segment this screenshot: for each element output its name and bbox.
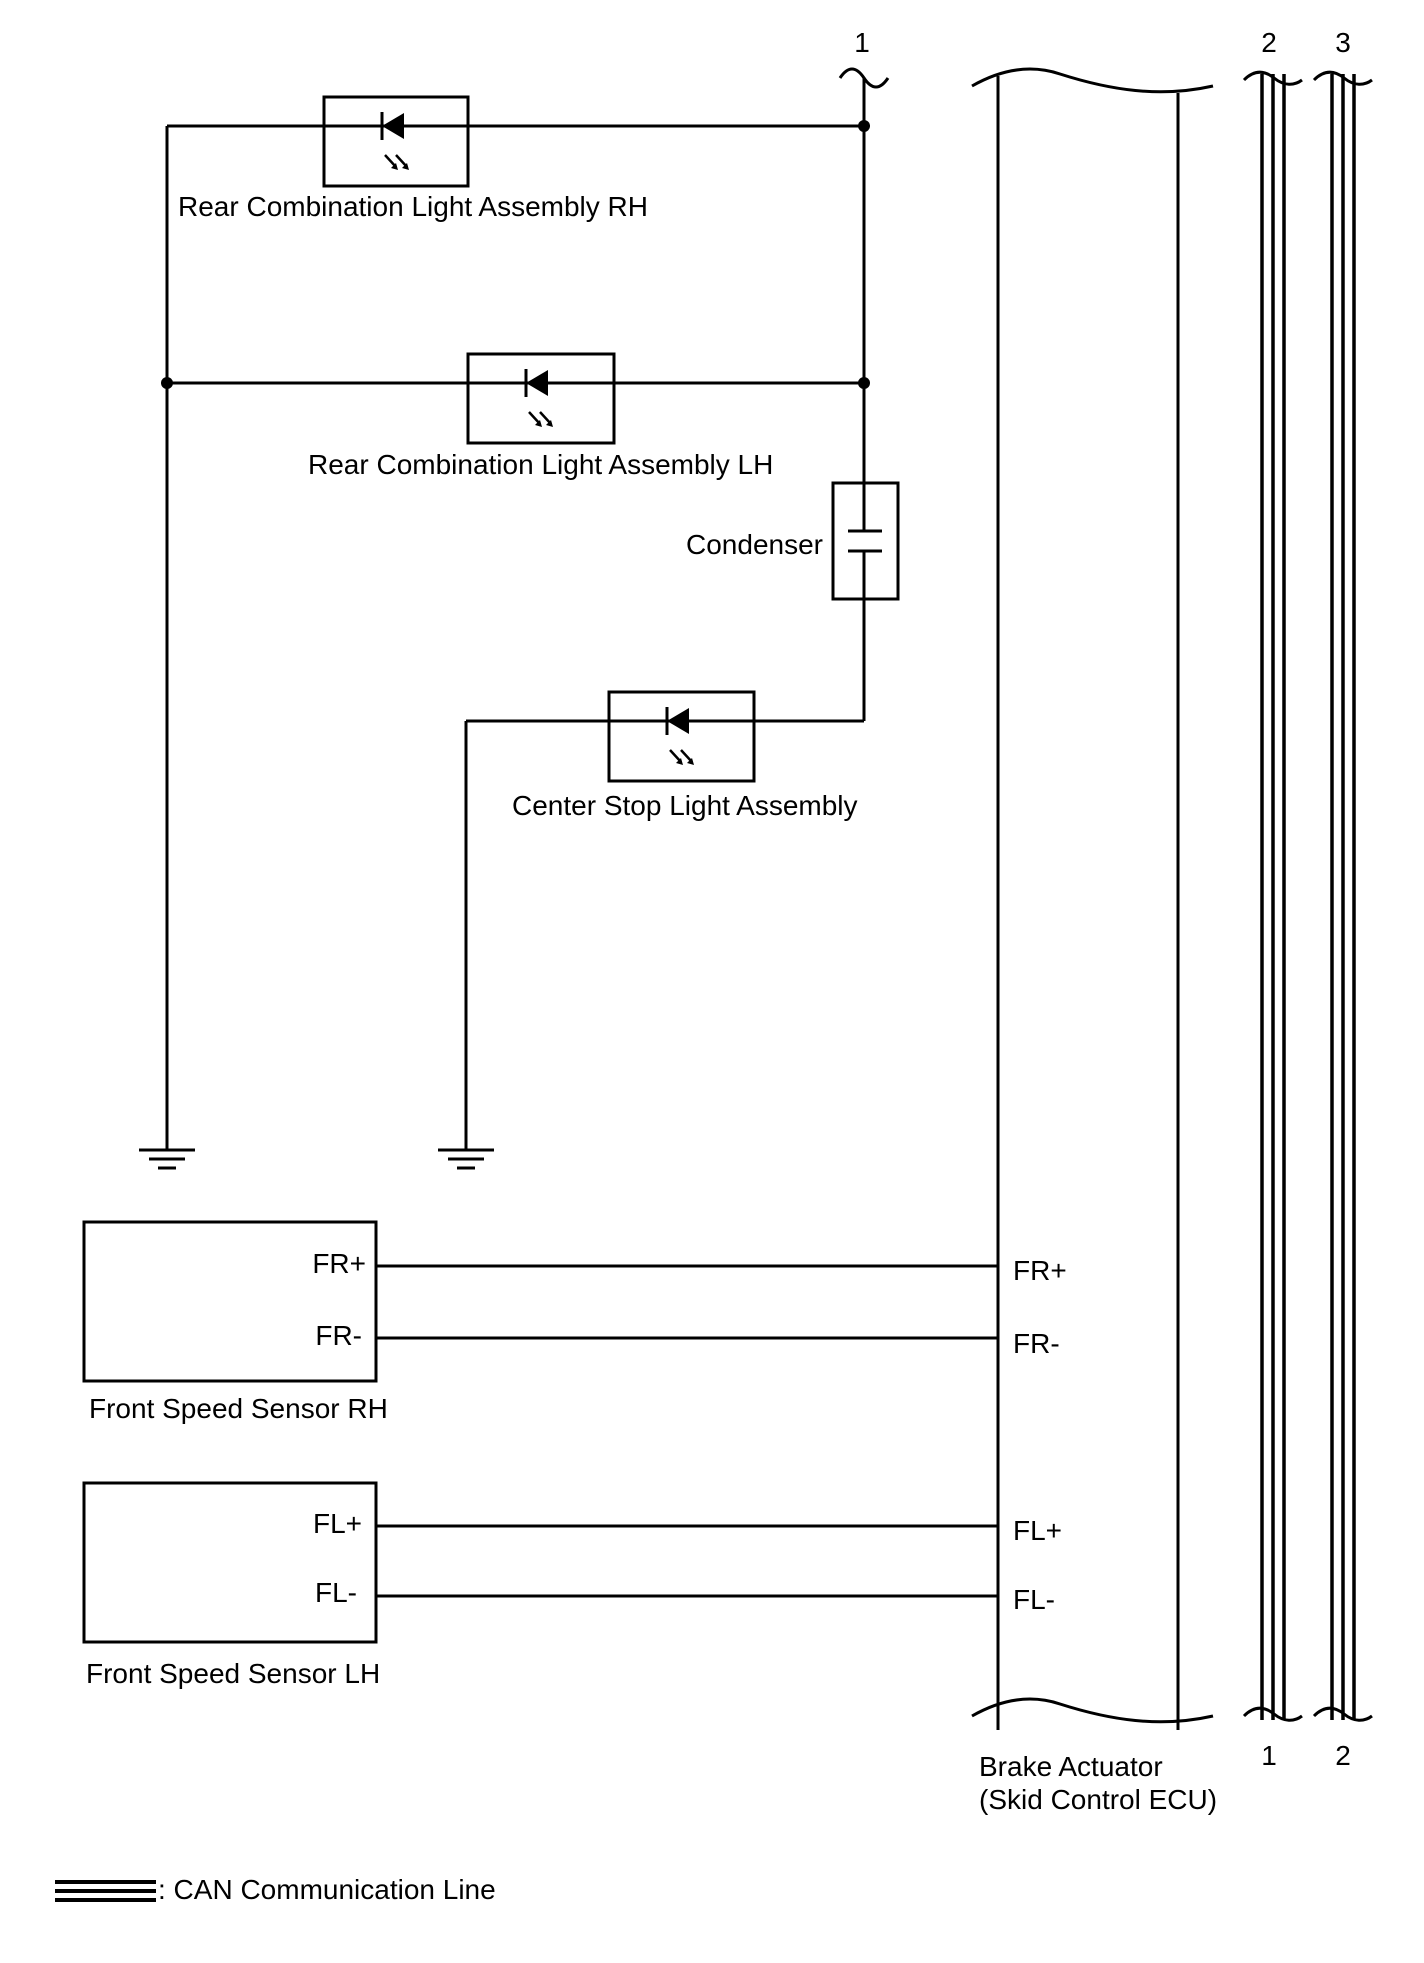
front-rh-label: Front Speed Sensor RH: [89, 1393, 388, 1424]
legend-label: : CAN Communication Line: [158, 1874, 496, 1905]
connector-2-top-label: 2: [1261, 27, 1277, 58]
connector-1-top-label: 1: [854, 27, 870, 58]
connector-2-bottom-label: 2: [1335, 1740, 1351, 1771]
brake-actuator-body: [971, 67, 1214, 1730]
connector-1-bottom-label: 1: [1261, 1740, 1277, 1771]
connector-3-top-label: 3: [1335, 27, 1351, 58]
rear-rh-light-box: [322, 95, 470, 188]
front-lh-pin-plus: FL+: [313, 1508, 362, 1539]
can-line-legend-icon: [55, 1880, 156, 1902]
center-stop-led-icon: [665, 707, 694, 765]
ground-icon: [438, 1148, 494, 1170]
front-lh-sensor-box: [82, 1481, 378, 1644]
ecu-pin-fl-plus: FL+: [1013, 1515, 1062, 1546]
brake-actuator-label-2: (Skid Control ECU): [979, 1784, 1217, 1815]
rear-lh-light-box: [466, 352, 616, 445]
condenser-label: Condenser: [686, 529, 823, 560]
front-lh-pin-minus: FL-: [315, 1577, 357, 1608]
front-rh-pin-minus: FR-: [315, 1320, 362, 1351]
brake-actuator-label-1: Brake Actuator: [979, 1751, 1163, 1782]
can-line-2: [1242, 70, 1303, 1722]
ecu-pin-fr-minus: FR-: [1013, 1328, 1060, 1359]
center-stop-label: Center Stop Light Assembly: [512, 790, 858, 821]
ecu-pin-fr-plus: FR+: [1013, 1255, 1067, 1286]
rear-lh-label: Rear Combination Light Assembly LH: [308, 449, 773, 480]
ground-icon: [139, 1148, 195, 1170]
can-line-3: [1312, 70, 1373, 1722]
front-lh-label: Front Speed Sensor LH: [86, 1658, 380, 1689]
rear-lh-led-icon: [524, 369, 553, 427]
rear-rh-led-icon: [380, 112, 409, 170]
ecu-pin-fl-minus: FL-: [1013, 1584, 1055, 1615]
rear-rh-label: Rear Combination Light Assembly RH: [178, 191, 648, 222]
front-rh-sensor-box: [82, 1220, 378, 1383]
front-rh-pin-plus: FR+: [312, 1248, 366, 1279]
center-stop-light-box: [607, 690, 756, 783]
